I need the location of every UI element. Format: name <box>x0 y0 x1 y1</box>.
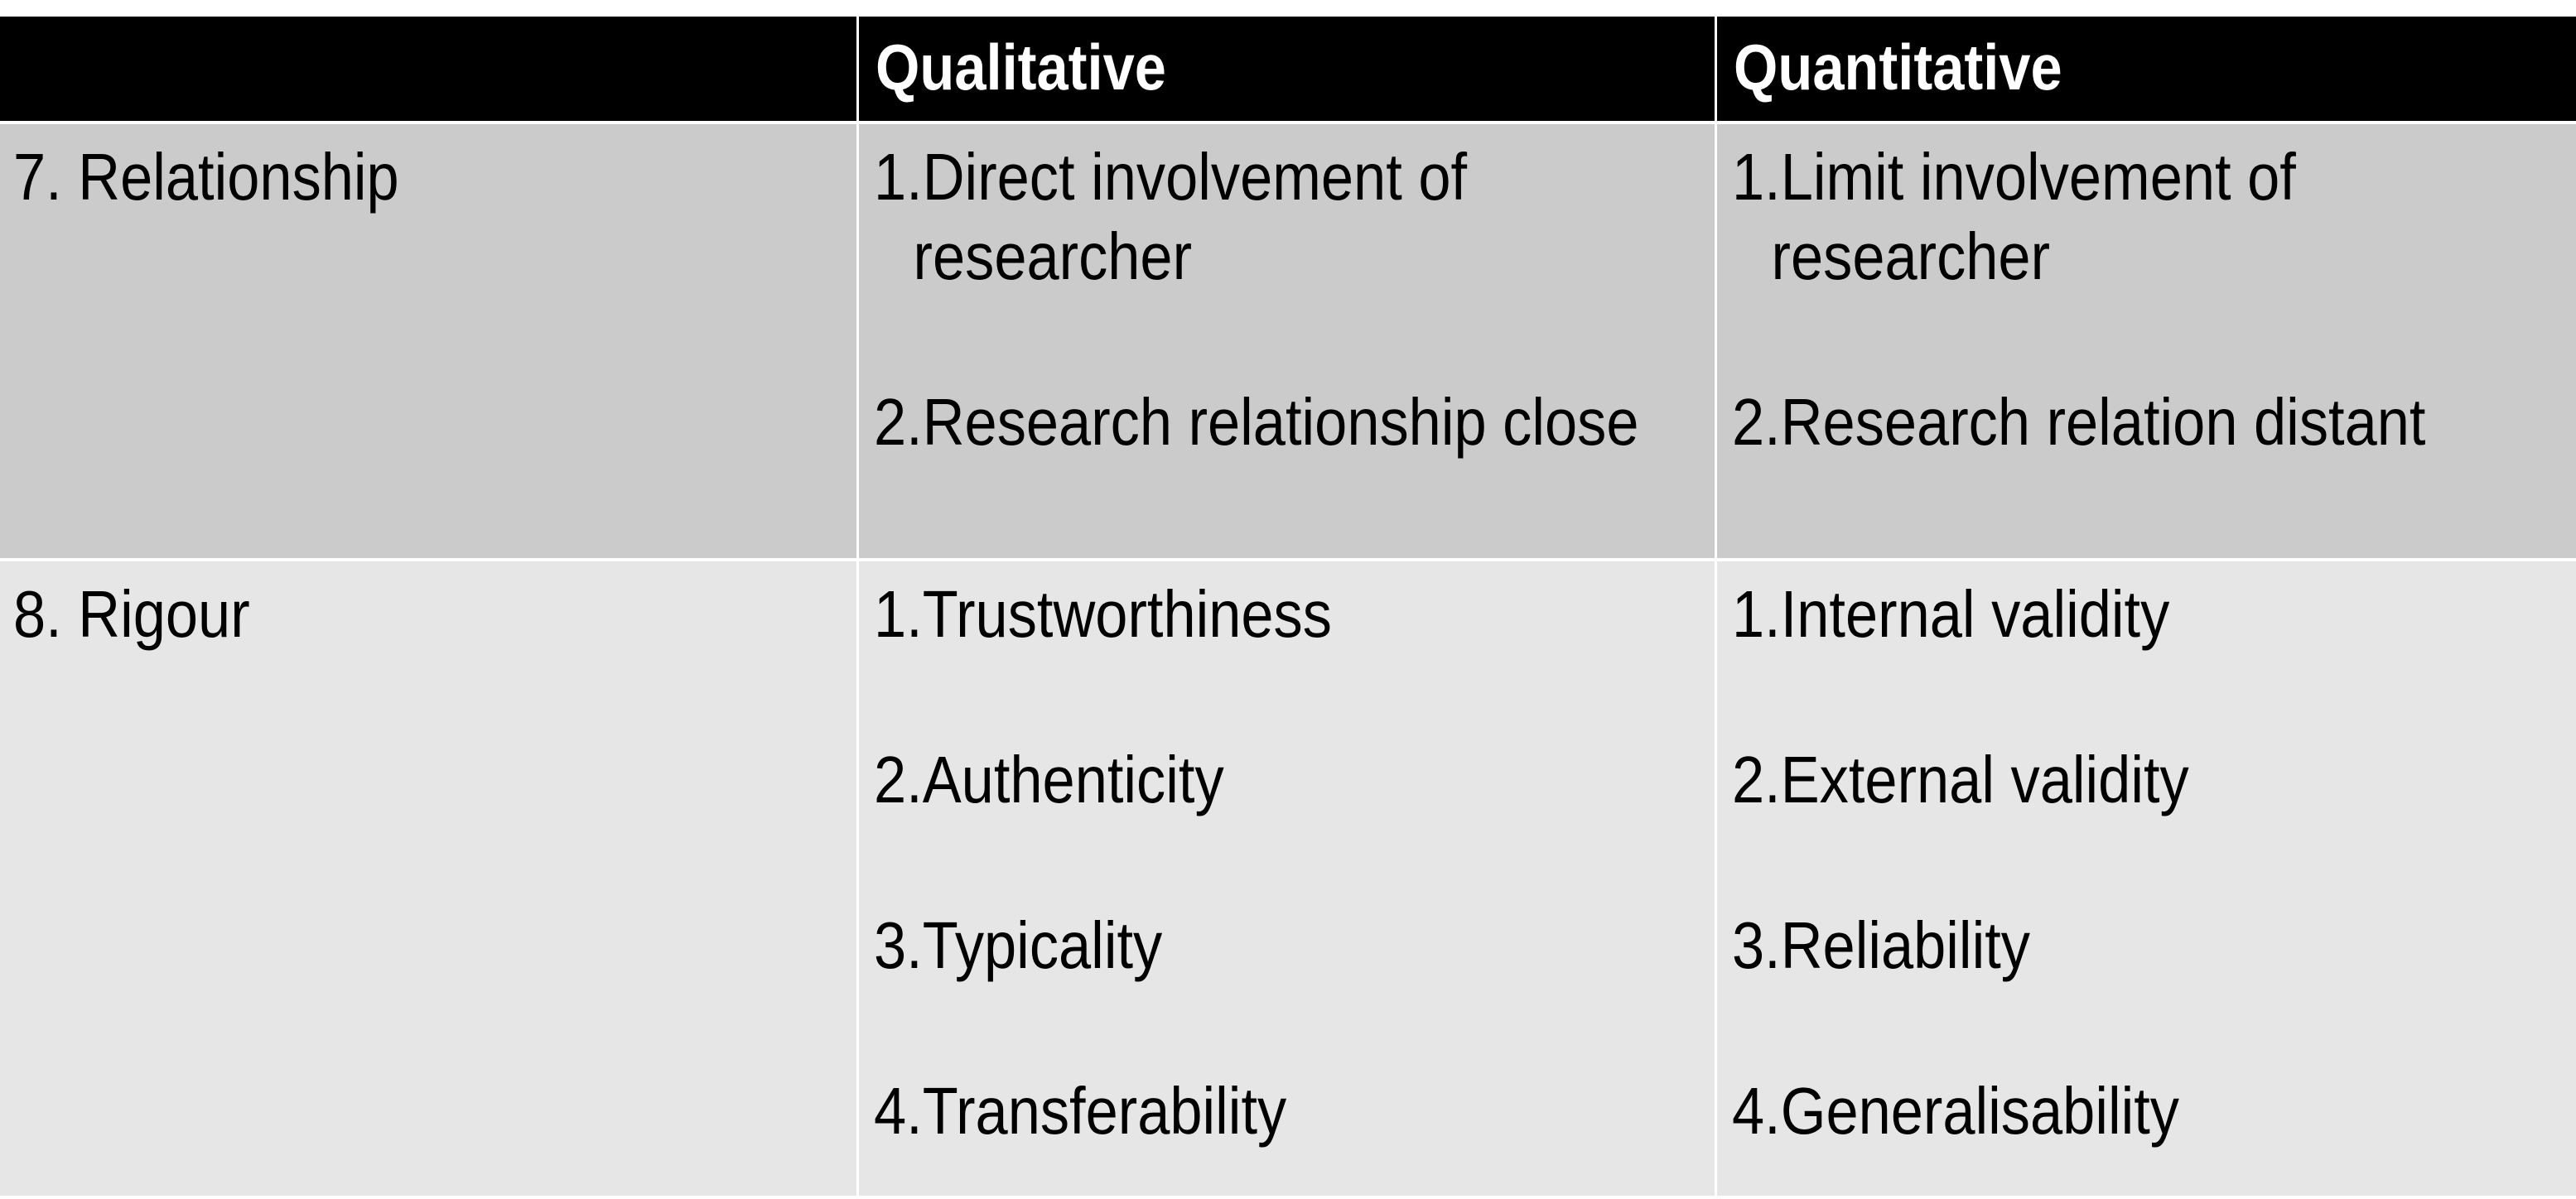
list-item: 1.Trustworthiness <box>874 577 1332 651</box>
list-item: 1.Limit involvement of researcher <box>1732 140 2296 293</box>
list-item: 4.Generalisability <box>1732 1074 2180 1148</box>
list-item: 2.Research relationship close <box>874 385 1639 459</box>
list-item: 2.Research relation distant <box>1732 385 2426 459</box>
rigour-quantitative-list: 1.Internal validity 2.External validity … <box>1717 561 2576 1151</box>
relationship-qualitative-cell: 1.Direct involvement of researcher 2.Res… <box>856 121 1715 558</box>
rigour-qualitative-list: 1.Trustworthiness 2.Authenticity 3.Typic… <box>859 561 1715 1151</box>
row-label-rigour: 8. Rigour <box>0 558 856 1196</box>
comparison-table: Qualitative Quantitative 7. Relationship… <box>0 17 2576 1196</box>
list-item: 4.Transferability <box>874 1074 1287 1148</box>
rigour-qualitative-cell: 1.Trustworthiness 2.Authenticity 3.Typic… <box>856 558 1715 1196</box>
list-item: 1.Internal validity <box>1732 577 2170 651</box>
header-quantitative: Quantitative <box>1715 17 2576 121</box>
row-label-relationship: 7. Relationship <box>0 121 856 558</box>
relationship-qualitative-list: 1.Direct involvement of researcher 2.Res… <box>859 124 1715 462</box>
rigour-quantitative-cell: 1.Internal validity 2.External validity … <box>1715 558 2576 1196</box>
list-item: 1.Direct involvement of researcher <box>874 140 1468 293</box>
list-item: 3.Typicality <box>874 908 1163 982</box>
list-item: 3.Reliability <box>1732 908 2030 982</box>
list-item: 2.External validity <box>1732 743 2189 816</box>
header-cell-empty <box>0 17 856 121</box>
header-qualitative: Qualitative <box>856 17 1715 121</box>
list-item: 2.Authenticity <box>874 743 1224 816</box>
relationship-quantitative-cell: 1.Limit involvement of researcher 2.Rese… <box>1715 121 2576 558</box>
relationship-quantitative-list: 1.Limit involvement of researcher 2.Rese… <box>1717 124 2576 462</box>
